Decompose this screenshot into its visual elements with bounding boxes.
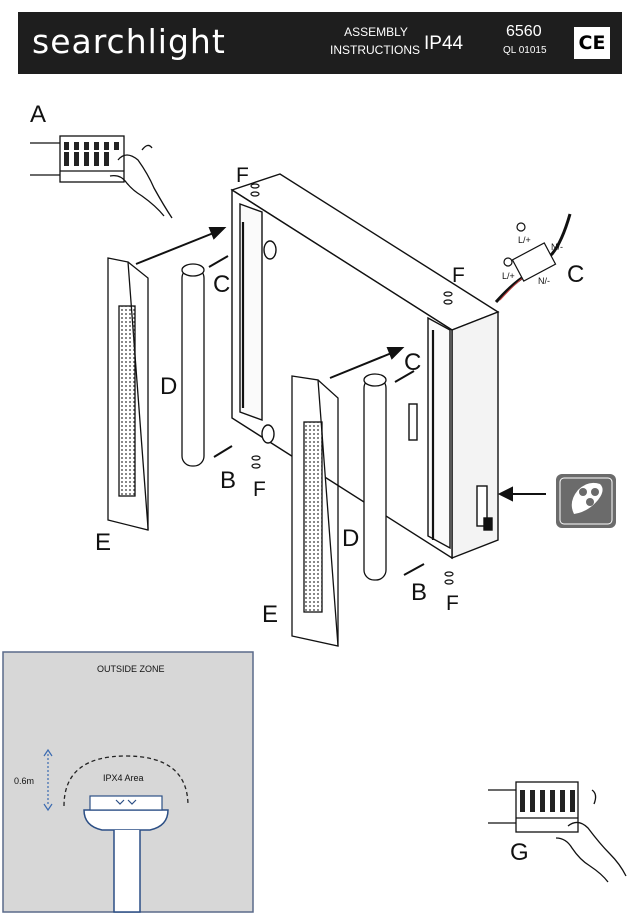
- label-f-left: F: [253, 478, 266, 501]
- label-b-left: B: [220, 467, 236, 494]
- brand-logo: searchlight: [32, 22, 226, 61]
- product-code: 6560: [506, 23, 542, 40]
- light-tube-left: [181, 263, 205, 467]
- terminal-block: [494, 213, 572, 304]
- terminal-live-bottom: L/+: [502, 271, 515, 281]
- header-bar: searchlight ASSEMBLY INSTRUCTIONS IP44 6…: [18, 12, 622, 74]
- shaver-socket-icon: [556, 474, 616, 528]
- breaker-panel-g: [488, 781, 627, 883]
- zone-diagram: [2, 651, 254, 913]
- doc-type-line1: ASSEMBLY: [344, 25, 408, 39]
- label-d-right: D: [342, 525, 359, 552]
- arrows: [135, 227, 546, 502]
- label-f-bottom: F: [446, 592, 459, 615]
- label-d-left: D: [160, 373, 177, 400]
- label-c-left: C: [213, 271, 230, 298]
- zone-height: 0.6m: [14, 776, 34, 786]
- terminal-neutral-bottom: N/-: [538, 276, 550, 286]
- label-g: G: [510, 839, 529, 866]
- doc-type-line2: INSTRUCTIONS: [330, 43, 420, 57]
- terminal-neutral-top: N/-: [551, 242, 563, 252]
- label-e-right: E: [262, 601, 278, 628]
- label-b-right: B: [411, 579, 427, 606]
- diffuser-panel-right: [291, 375, 339, 647]
- label-e-left: E: [95, 529, 111, 556]
- label-a: A: [30, 101, 46, 128]
- screws: [208, 255, 425, 576]
- ce-mark: CE: [574, 27, 610, 59]
- zone-area-label: IPX4 Area: [103, 773, 144, 783]
- diffuser-panel-left: [107, 257, 149, 531]
- label-c-right: C: [567, 261, 584, 288]
- terminal-live-top: L/+: [518, 235, 531, 245]
- light-tube-right: [363, 373, 387, 581]
- label-f-top: F: [236, 164, 249, 187]
- breaker-panel-a: [30, 135, 173, 219]
- ip-rating: IP44: [424, 33, 464, 54]
- zone-title: OUTSIDE ZONE: [97, 664, 165, 674]
- washers: [250, 183, 454, 585]
- ql-code: QL 01015: [503, 45, 547, 56]
- label-f-right: F: [452, 264, 465, 287]
- label-c-center: C: [404, 349, 421, 376]
